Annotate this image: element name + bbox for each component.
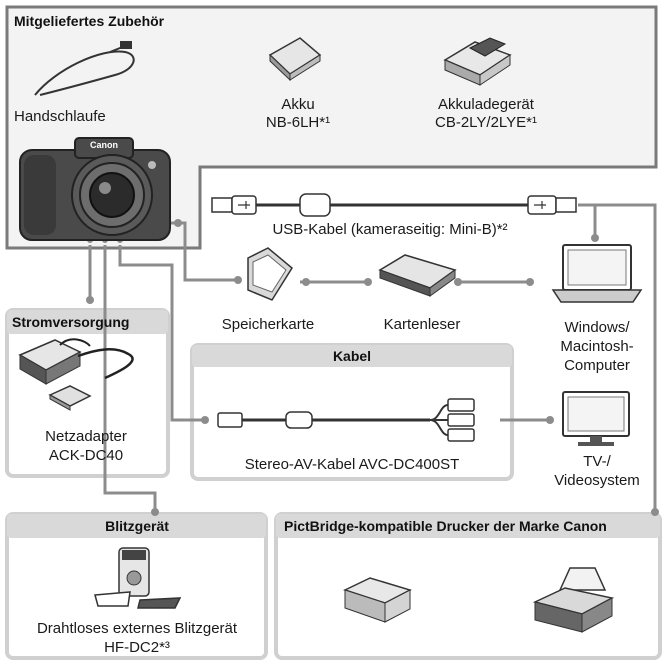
line-camera-flash <box>103 245 157 512</box>
av-cable-illustration <box>217 398 475 442</box>
cable-panel <box>190 343 514 481</box>
cable-header: Kabel <box>332 348 372 364</box>
camera-brand-label: Canon <box>90 140 118 150</box>
power-adapter-illustration <box>18 338 134 411</box>
usb-cable-label: USB-Kabel (kameraseitig: Mini-B)*² <box>272 221 508 238</box>
computer-label-line3: Computer <box>564 357 630 374</box>
usb-cable-illustration <box>211 193 577 217</box>
memory-card-label: Speicherkarte <box>221 316 315 333</box>
printer-header: PictBridge-kompatible Drucker der Marke … <box>284 518 607 534</box>
compact-printer-illustration <box>342 577 412 623</box>
hand-strap-illustration <box>34 41 135 96</box>
inkjet-printer-illustration <box>532 567 615 633</box>
connector-lines <box>88 203 657 512</box>
flash-header: Blitzgerät <box>105 518 169 534</box>
tv-label-line1: TV-/ <box>583 453 611 470</box>
card-reader-illustration <box>378 254 457 297</box>
card-reader-label: Kartenleser <box>383 316 461 333</box>
charger-label-line1: Akkuladegerät <box>438 96 534 113</box>
hand-strap-label: Handschlaufe <box>14 108 106 125</box>
adapter-label-line1: Netzadapter <box>45 428 127 445</box>
charger-illustration <box>443 37 512 86</box>
laptop-illustration <box>551 244 643 303</box>
line-usb-printer <box>578 203 657 512</box>
power-supply-header: Stromversorgung <box>12 314 130 330</box>
battery-label-line2: NB-6LH*¹ <box>265 114 331 131</box>
charger-label-line2: CB-2LY/2LYE*¹ <box>435 114 537 131</box>
adapter-label-line2: ACK-DC40 <box>48 447 124 464</box>
memory-card-illustration <box>247 247 293 301</box>
battery-illustration <box>268 37 322 82</box>
supplied-accessories-header: Mitgeliefertes Zubehör <box>14 13 165 29</box>
line-camera-av <box>118 245 205 422</box>
flash-unit-illustration <box>94 547 182 609</box>
tv-label-line2: Videosystem <box>554 472 640 489</box>
flash-label-line2: HF-DC2*³ <box>104 639 170 656</box>
camera-illustration <box>19 137 171 241</box>
computer-label-line2: Macintosh- <box>560 338 634 355</box>
tv-illustration <box>562 391 630 446</box>
av-cable-label: Stereo-AV-Kabel AVC-DC400ST <box>244 456 460 473</box>
computer-label-line1: Windows/ <box>564 319 630 336</box>
battery-label-line1: Akku <box>281 96 315 113</box>
flash-label-line1: Drahtloses externes Blitzgerät <box>36 620 238 637</box>
